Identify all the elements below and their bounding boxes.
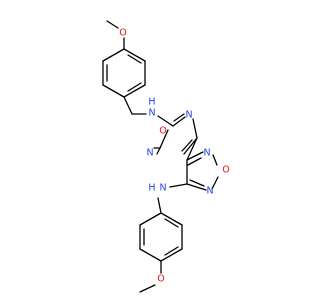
atom-nitrogen: N bbox=[203, 148, 210, 159]
bond bbox=[212, 154, 218, 166]
bond bbox=[186, 137, 198, 161]
bond bbox=[181, 139, 193, 152]
bond bbox=[127, 82, 142, 92]
bond bbox=[123, 48, 146, 62]
bonds bbox=[102, 20, 219, 293]
atom-oxygen: O bbox=[222, 165, 229, 176]
atom-nitrogen: N bbox=[146, 148, 153, 159]
atom-hydrogen: H bbox=[148, 97, 155, 108]
bond bbox=[139, 212, 162, 226]
molecule-structure: O N H N O N N O N N H O bbox=[102, 20, 230, 293]
bond bbox=[157, 197, 162, 214]
bond bbox=[172, 116, 186, 127]
atom-oxygen: O bbox=[159, 126, 166, 137]
atom-labels: O N H N O N N O N N H O bbox=[119, 28, 229, 285]
atom-nitrogen: N bbox=[159, 183, 166, 194]
bond bbox=[211, 176, 219, 190]
bond bbox=[183, 137, 198, 155]
bond bbox=[102, 84, 125, 98]
bond bbox=[160, 212, 183, 226]
bond bbox=[160, 248, 183, 262]
bond bbox=[123, 96, 133, 115]
atom-oxygen: O bbox=[119, 28, 126, 39]
bond bbox=[156, 147, 161, 155]
bond bbox=[106, 20, 119, 29]
bond bbox=[159, 129, 169, 149]
atom-oxygen: O bbox=[157, 274, 164, 285]
bond bbox=[189, 179, 205, 187]
atom-nitrogen: N bbox=[206, 186, 213, 197]
atom-nitrogen: N bbox=[148, 108, 155, 119]
bond bbox=[139, 284, 156, 293]
bond bbox=[139, 248, 162, 262]
bond bbox=[157, 115, 174, 127]
bond bbox=[123, 84, 146, 98]
atom-hydrogen: H bbox=[148, 183, 155, 194]
bond bbox=[187, 157, 202, 166]
bond bbox=[192, 118, 198, 139]
bond bbox=[186, 183, 207, 191]
bond bbox=[169, 183, 188, 188]
bond bbox=[164, 246, 179, 256]
bond bbox=[173, 113, 185, 122]
atom-nitrogen: N bbox=[185, 110, 192, 121]
bond bbox=[102, 48, 125, 62]
bond bbox=[127, 54, 142, 64]
bond bbox=[186, 151, 204, 161]
bond bbox=[164, 218, 179, 228]
